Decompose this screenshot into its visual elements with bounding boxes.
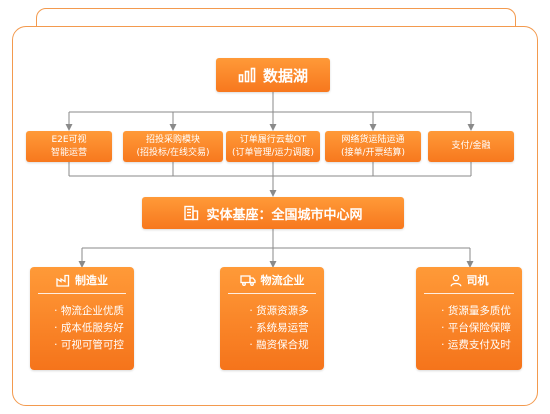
- segment-title: 物流企业: [260, 274, 305, 287]
- service-subtitle: (招投标/在线交易): [136, 147, 210, 158]
- segment-benefit: · 平台保险保障: [441, 322, 511, 334]
- data-lake-label: 数据湖: [262, 66, 308, 85]
- data-lake-node: 数据湖: [216, 58, 330, 92]
- segment-benefit: · 系统易运营: [249, 322, 309, 334]
- segment-benefit: · 货源量多质优: [441, 305, 511, 317]
- truck-icon: [239, 275, 256, 286]
- base-node-label: 实体基座：全国城市中心网: [206, 207, 363, 223]
- service-subtitle: 智能运营: [50, 147, 87, 158]
- segment-benefit: · 运费支付及时: [441, 339, 511, 351]
- service-node-e2e: E2E可视 智能运营: [26, 131, 112, 162]
- bar-chart-icon: [238, 67, 256, 83]
- segment-title: 司机: [466, 274, 489, 287]
- segment-benefit: · 货源资源多: [249, 305, 309, 317]
- segment-benefit: · 成本低服务好: [54, 322, 124, 334]
- factory-icon: [56, 274, 70, 287]
- segment-divider: [228, 293, 316, 294]
- person-icon: [450, 274, 461, 286]
- building-icon: [184, 205, 199, 221]
- segment-logistics: 物流企业 · 货源资源多 · 系统易运营 · 融资保合规: [220, 267, 324, 370]
- segment-benefit: · 融资保合规: [249, 339, 309, 351]
- service-node-payment: 支付/金融: [428, 131, 514, 162]
- service-subtitle: (订单管理/运力调度): [231, 147, 315, 158]
- segment-divider: [38, 293, 126, 294]
- service-node-procurement: 招投采购模块 (招投标/在线交易): [123, 131, 223, 162]
- service-title: 网络货运陆运通: [341, 134, 405, 145]
- segment-divider: [424, 293, 514, 294]
- base-node: 实体基座：全国城市中心网: [142, 197, 404, 229]
- service-title: 订单履行云载OT: [239, 134, 307, 145]
- service-title: 招投采购模块: [145, 134, 200, 145]
- segment-benefit: · 物流企业优质: [54, 305, 124, 317]
- service-subtitle: (接单/开票结算): [340, 147, 406, 158]
- service-node-freight: 网络货运陆运通 (接单/开票结算): [325, 131, 421, 162]
- service-title: 支付/金融: [451, 141, 491, 151]
- segment-driver: 司机 · 货源量多质优 · 平台保险保障 · 运费支付及时: [416, 267, 522, 370]
- service-node-order: 订单履行云载OT (订单管理/运力调度): [226, 131, 320, 162]
- segment-manufacturing: 制造业 · 物流企业优质 · 成本低服务好 · 可视可管可控: [30, 267, 134, 370]
- segment-title: 制造业: [75, 274, 108, 287]
- service-title: E2E可视: [51, 134, 87, 145]
- segment-benefit: · 可视可管可控: [54, 339, 124, 351]
